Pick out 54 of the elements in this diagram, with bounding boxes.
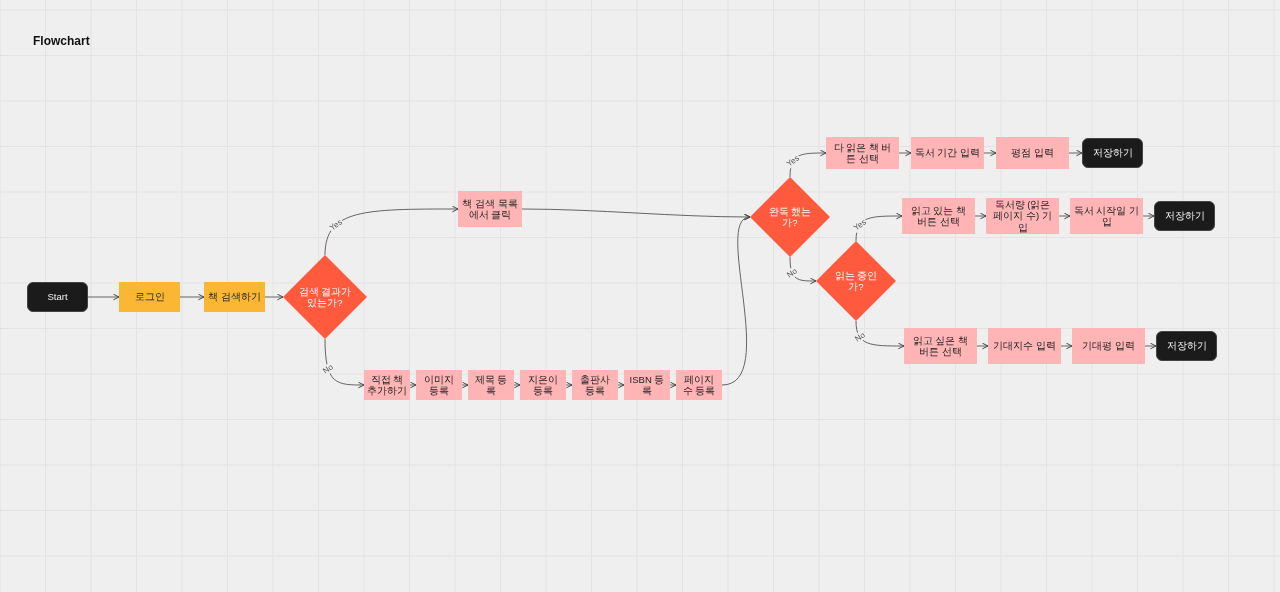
decision-diamond [283,255,367,339]
decision-diamond [816,241,896,321]
node-label: 읽고 있는 책 버튼 선택 [909,204,968,228]
node-label: 제목 등록 [473,373,509,397]
process-box [416,370,462,400]
edge-label: No [852,330,868,345]
node-label: 책 검색 목록에서 클릭 [461,197,519,221]
node-label: 완독 했는가? [767,205,813,229]
process-box [904,328,977,364]
process-box [119,282,180,312]
node-label: 독서 시작일 기입 [1073,204,1140,228]
node-label: 읽고 싶은 책 버튼 선택 [911,334,970,358]
terminal-box [27,282,88,312]
node-label: 다 읽은 책 버튼 선택 [832,141,893,165]
node-label: 독서 기간 입력 [914,147,981,159]
terminal-box [1156,331,1217,361]
process-box [520,370,566,400]
node-label: 책 검색하기 [208,291,261,303]
process-box [204,282,265,312]
node-label: 독서량 (읽은 페이지 수) 기입 [992,198,1053,234]
process-box [572,370,618,400]
process-box [996,137,1069,169]
node-label: 읽는 중인가? [833,269,879,293]
node-label: Start [47,291,68,303]
terminal-box [1154,201,1215,231]
process-box [1072,328,1145,364]
process-box [826,137,899,169]
terminal-box [1082,138,1143,168]
edge-label: No [784,265,800,280]
node-label: 기대지수 입력 [993,340,1056,352]
process-box [986,198,1059,234]
node-label: 검색 결과가 있는가? [297,285,353,309]
node-label: 페이지 수 등록 [681,373,717,397]
edge-label: Yes [784,153,802,170]
node-label: 저장하기 [1092,147,1133,159]
node-label: 평점 입력 [1011,147,1054,159]
diagram-title: Flowchart [33,34,90,48]
node-label: 기대평 입력 [1082,340,1135,352]
process-box [988,328,1061,364]
process-box [902,198,975,234]
node-label: 출판사 등록 [579,373,611,397]
process-box [911,137,984,169]
node-label: 이미지 등록 [423,373,455,397]
decision-diamond [750,177,830,257]
node-label: 직접 책 추가하기 [367,373,407,397]
node-label: 저장하기 [1164,210,1205,222]
edge-label: No [320,362,336,377]
edge-label: Yes [851,216,869,233]
process-box [1070,198,1143,234]
process-box [458,191,522,227]
node-label: 지은이 등록 [527,373,559,397]
node-label: ISBN 등록 [628,373,666,397]
node-label: 저장하기 [1166,340,1207,352]
node-label: 로그인 [134,291,165,303]
